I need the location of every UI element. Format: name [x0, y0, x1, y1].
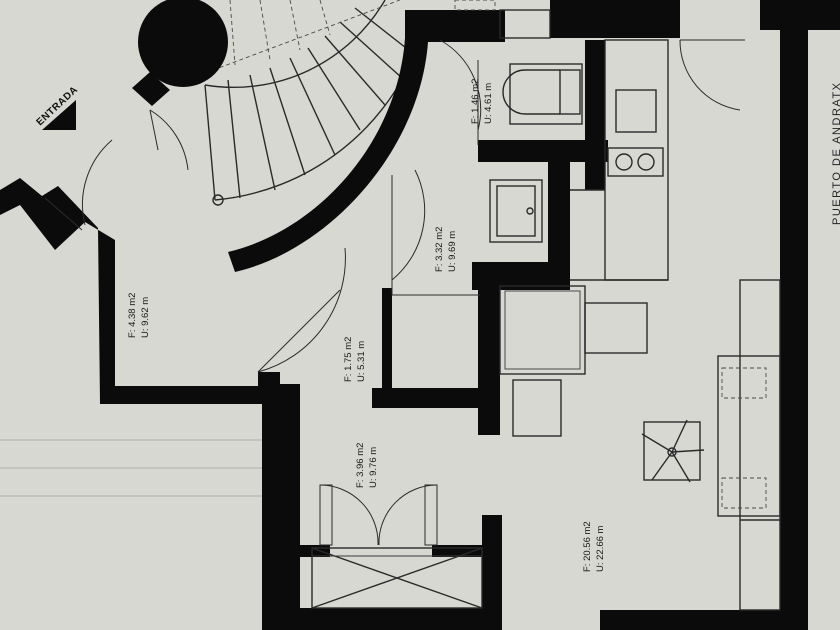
room-perimeter-bath: U: 9.69 m — [447, 231, 458, 272]
spiral-staircase — [199, 0, 421, 206]
bathroom-fixtures — [489, 63, 583, 243]
room-perimeter-corridor: U: 5.31 m — [356, 341, 367, 382]
room-area-hall: F: 3.96 m2 — [355, 443, 366, 488]
room-label-hall: F: 3.96 m2 U: 9.76 m — [355, 443, 379, 488]
room-perimeter-living: U: 22.66 m — [595, 525, 606, 572]
room-label-corridor: F: 1.75 m2 U: 5.31 m — [343, 337, 367, 382]
doors — [44, 39, 745, 546]
kitchen-counter — [570, 39, 669, 281]
street-label: PUERTO DE ANDRATX — [831, 82, 840, 225]
room-label-wc: F: 1.46 m2 U: 4.61 m — [470, 79, 494, 124]
room-perimeter-entry: U: 9.62 m — [140, 297, 151, 338]
room-area-bath: F: 3.32 m2 — [434, 227, 445, 272]
office-chair — [641, 419, 705, 483]
dining-set — [499, 285, 648, 437]
living-furniture — [641, 279, 781, 611]
wall-hatch — [454, 0, 551, 39]
room-label-entry: F: 4.38 m2 U: 9.62 m — [127, 293, 151, 338]
room-perimeter-hall: U: 9.76 m — [368, 447, 379, 488]
background-lines — [0, 439, 270, 497]
entrance-marker: ENTRADA — [35, 84, 80, 130]
window-terrace — [311, 547, 483, 609]
room-label-living: F: 20.56 m2 U: 22.66 m — [582, 521, 606, 572]
entrance-arrow-icon — [42, 100, 76, 130]
room-perimeter-wc: U: 4.61 m — [483, 83, 494, 124]
room-area-entry: F: 4.38 m2 — [127, 293, 138, 338]
room-label-bath: F: 3.32 m2 U: 9.69 m — [434, 227, 458, 272]
room-area-living: F: 20.56 m2 — [582, 521, 593, 572]
room-area-corridor: F: 1.75 m2 — [343, 337, 354, 382]
room-area-wc: F: 1.46 m2 — [470, 79, 481, 124]
